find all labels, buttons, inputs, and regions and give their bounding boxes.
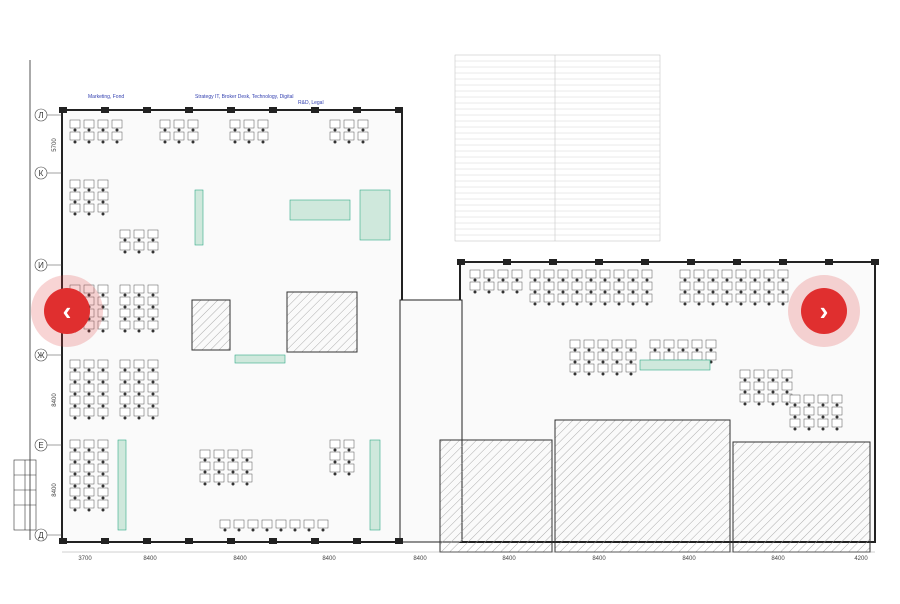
column-dimension: 8400 bbox=[233, 556, 247, 562]
column-dimension: 8400 bbox=[502, 556, 516, 562]
row-axis-label: Д bbox=[38, 531, 44, 540]
row-axis-label: И bbox=[38, 261, 44, 270]
column-dimension: 8400 bbox=[413, 556, 427, 562]
row-dimension: 8400 bbox=[52, 483, 58, 497]
column-dimension: 8400 bbox=[143, 556, 157, 562]
zone-label: Marketing, Fond bbox=[88, 94, 124, 100]
column-dimension: 8400 bbox=[592, 556, 606, 562]
column-dimension: 4200 bbox=[854, 556, 868, 562]
column-dimension: 8400 bbox=[322, 556, 336, 562]
row-axis-label: Ж bbox=[37, 351, 45, 360]
row-axis-label: Е bbox=[38, 441, 43, 450]
column-dimension: 3700 bbox=[78, 556, 92, 562]
column-dimension: 8400 bbox=[771, 556, 785, 562]
zone-label: R&D, Legal bbox=[298, 100, 324, 106]
chevron-right-icon: › bbox=[819, 296, 829, 326]
floor-plan-drawing bbox=[13, 54, 879, 553]
zone-label: Strategy IT, Broker Desk, Technology, Di… bbox=[195, 94, 293, 100]
chevron-left-icon: ‹ bbox=[62, 296, 72, 326]
row-axis-label: К bbox=[39, 169, 44, 178]
row-axis-label: Л bbox=[38, 111, 43, 120]
carousel-prev-button[interactable]: ‹ bbox=[31, 275, 103, 347]
row-dimension: 8400 bbox=[52, 393, 58, 407]
column-dimension: 8400 bbox=[682, 556, 696, 562]
row-dimension: 5700 bbox=[52, 138, 58, 152]
carousel-next-button[interactable]: › bbox=[788, 275, 860, 347]
